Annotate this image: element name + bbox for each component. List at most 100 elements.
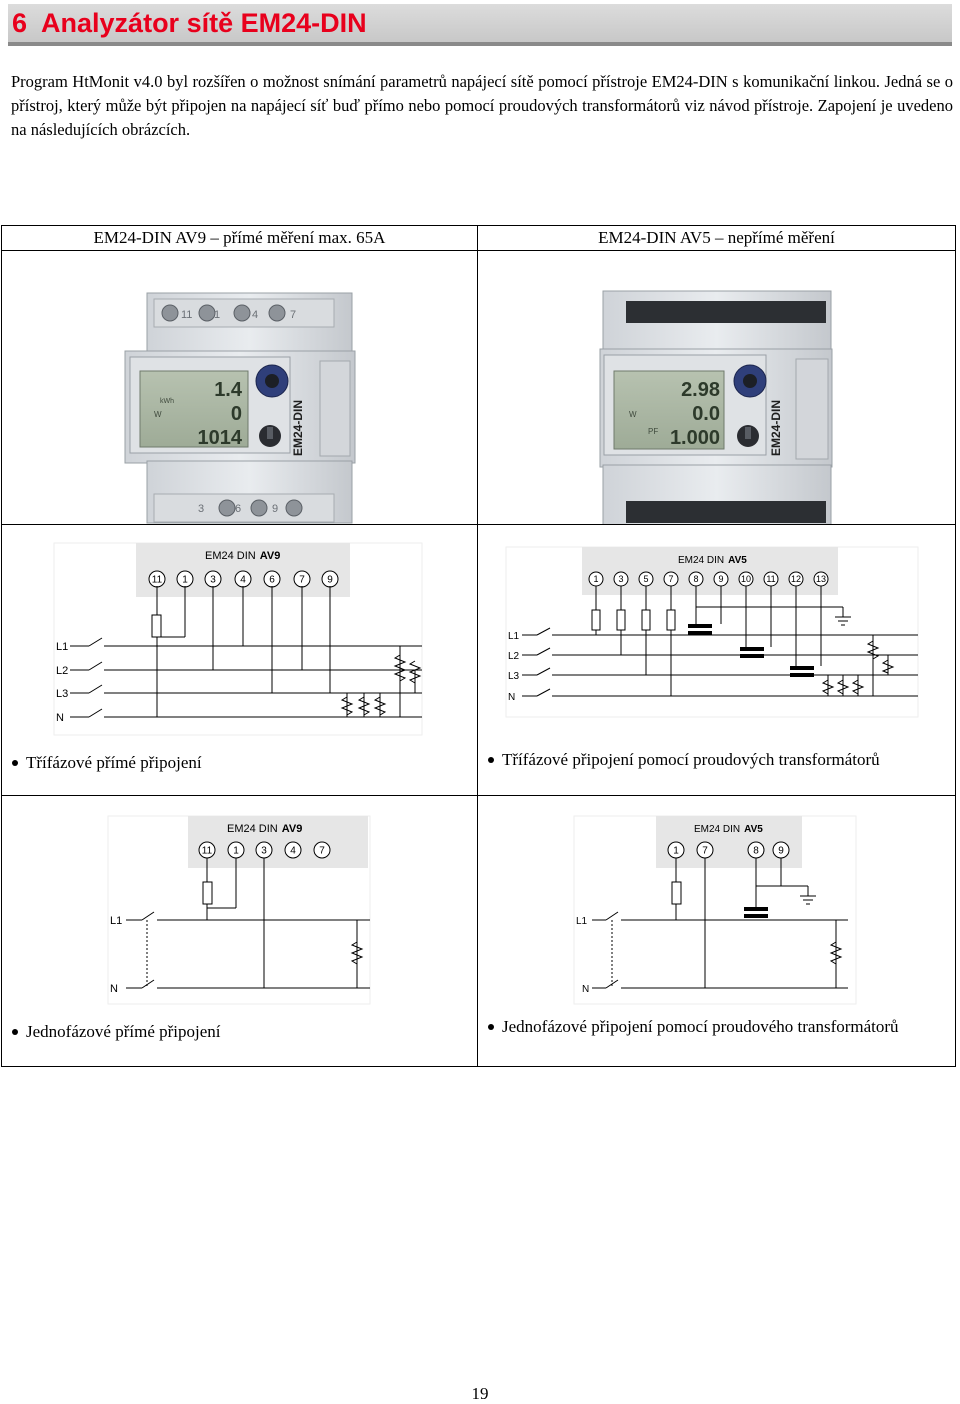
line-n: N xyxy=(508,692,515,703)
caption-text: Jednofázové připojení pomocí proudového … xyxy=(502,1017,899,1036)
bottom-terminal-3: 3 xyxy=(198,503,204,515)
terminal-label-3: 3 xyxy=(261,846,267,857)
top-terminal-1: 1 xyxy=(214,309,220,321)
chapter-title-text: Analyzátor sítě EM24-DIN xyxy=(41,8,367,38)
wiring xyxy=(522,586,918,697)
top-terminal-7: 7 xyxy=(290,309,296,321)
lcd-unit-w: W xyxy=(629,410,637,419)
resistor-icons xyxy=(340,654,422,716)
caption-three-phase-direct: Třífázové přímé připojení xyxy=(12,753,202,773)
wiring-table: EM24-DIN AV9 – přímé měření max. 65A EM2… xyxy=(1,225,956,1067)
terminal-label-10: 10 xyxy=(741,574,751,584)
lcd-line-2: 0.0 xyxy=(692,403,720,425)
line-n: N xyxy=(582,984,589,995)
wiring xyxy=(126,858,370,989)
line-l1: L1 xyxy=(576,916,588,927)
terminal-label-5: 5 xyxy=(643,574,648,584)
terminal-circle-7 xyxy=(313,841,331,859)
terminal-label-3: 3 xyxy=(210,575,216,586)
terminal-label-13: 13 xyxy=(816,574,826,584)
terminal-label-8: 8 xyxy=(753,846,759,857)
model-prefix: EM24 DIN xyxy=(694,824,740,835)
fuse-icon xyxy=(202,881,213,905)
device-photo-av9: 11 1 4 7 1.4 0 1014 kWh W EM24-DIN xyxy=(124,292,356,524)
terminal-label-11: 11 xyxy=(766,574,775,584)
terminal-label-7: 7 xyxy=(702,846,708,857)
model-prefix: EM24 DIN xyxy=(678,555,724,566)
line-l3: L3 xyxy=(56,688,68,700)
chapter-heading: 6 Analyzátor sítě EM24-DIN xyxy=(8,4,952,46)
bullet-icon xyxy=(12,1028,18,1035)
top-terminal-11: 11 xyxy=(181,309,192,321)
lcd-display xyxy=(613,370,725,450)
device-photo-av5: 2.98 0.0 1.000 W PF EM24-DIN xyxy=(599,290,833,524)
terminal-label-8: 8 xyxy=(693,574,698,584)
terminal-circle-4 xyxy=(284,841,302,859)
caption-single-phase-direct: Jednofázové přímé připojení xyxy=(12,1022,221,1042)
current-transformer-icons xyxy=(688,624,814,677)
lcd-line-2: 0 xyxy=(231,403,242,425)
line-l2: L2 xyxy=(508,651,520,662)
device-side-label: EM24-DIN xyxy=(769,400,783,456)
model-prefix: EM24 DIN xyxy=(227,823,278,835)
model-name: AV5 xyxy=(744,824,763,835)
lcd-unit-w: W xyxy=(154,410,162,419)
terminal-label-9: 9 xyxy=(327,575,333,586)
chapter-title: 6 Analyzátor sítě EM24-DIN xyxy=(12,8,367,39)
lcd-line-3: 1014 xyxy=(198,427,243,449)
model-prefix: EM24 DIN xyxy=(205,550,256,562)
line-l2: L2 xyxy=(56,665,68,677)
resistor-icons xyxy=(821,640,895,695)
ground-icon xyxy=(800,895,816,905)
model-name: AV9 xyxy=(260,550,281,562)
resistor-icon xyxy=(350,941,364,965)
terminal-label-9: 9 xyxy=(778,846,784,857)
bottom-terminal-9: 9 xyxy=(272,503,278,515)
terminal-label-12: 12 xyxy=(791,574,801,584)
terminal-label-1: 1 xyxy=(673,846,679,857)
intro-paragraph: Program HtMonit v4.0 byl rozšířen o možn… xyxy=(11,72,953,139)
terminal-label-4: 4 xyxy=(240,575,246,586)
wiring xyxy=(70,586,422,718)
line-l1: L1 xyxy=(56,641,68,653)
terminal-label-7: 7 xyxy=(319,846,325,857)
fuse-icons xyxy=(591,609,676,631)
terminal-label-9: 9 xyxy=(718,574,723,584)
terminal-label-1: 1 xyxy=(233,846,239,857)
terminal-label-1: 1 xyxy=(182,575,188,586)
device-side-label: EM24-DIN xyxy=(291,400,305,456)
caption-text: Jednofázové přímé připojení xyxy=(26,1022,221,1041)
line-l1: L1 xyxy=(508,631,520,642)
bottom-terminal-6: 6 xyxy=(235,503,241,515)
terminal-label-6: 6 xyxy=(269,575,275,586)
terminal-label-11: 11 xyxy=(152,575,163,586)
chapter-number: 6 xyxy=(12,8,28,38)
page-number: 19 xyxy=(471,1384,489,1403)
ground-icon xyxy=(835,616,851,626)
terminal-label-7: 7 xyxy=(668,574,673,584)
lcd-line-3: 1.000 xyxy=(670,427,720,449)
terminal-label-4: 4 xyxy=(290,846,296,857)
bullet-icon xyxy=(488,756,494,763)
terminal-label-1: 1 xyxy=(593,574,598,584)
current-transformer-icon xyxy=(744,907,768,918)
line-n: N xyxy=(56,712,64,724)
fuse-icon xyxy=(671,881,682,905)
resistor-icon xyxy=(829,941,843,965)
top-terminal-strip xyxy=(626,301,826,323)
top-terminal-screws xyxy=(161,304,286,322)
terminal-label-11: 11 xyxy=(202,846,213,857)
